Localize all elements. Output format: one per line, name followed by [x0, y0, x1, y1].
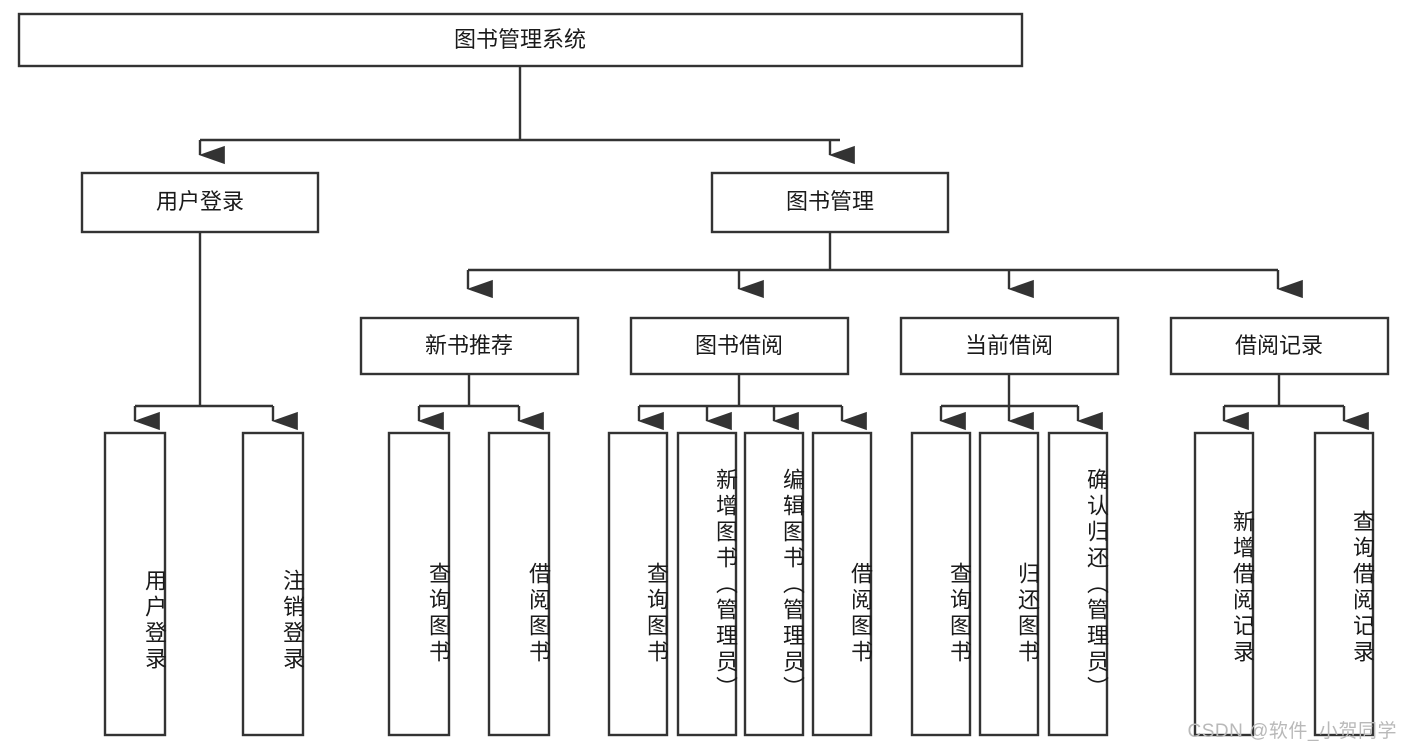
node-borrow-records-label: 借阅记录	[1235, 333, 1323, 358]
node-leaf-1[interactable]	[103, 431, 167, 737]
edge-records-to-leaves	[1222, 374, 1369, 431]
edge-login-to-leaves	[133, 232, 298, 431]
node-root-label: 图书管理系统	[454, 27, 586, 52]
node-user-login-label: 用户登录	[156, 189, 244, 214]
edge-bookmgmt-to-level3	[466, 232, 1303, 299]
node-leaf-2[interactable]	[241, 431, 305, 737]
node-leaf-11[interactable]	[1047, 431, 1109, 737]
node-book-management-label: 图书管理	[786, 189, 874, 214]
edge-root-to-level2	[198, 66, 855, 165]
node-leaf-13[interactable]	[1313, 431, 1375, 737]
node-leaf-12[interactable]	[1193, 431, 1255, 737]
node-leaf-8[interactable]	[811, 431, 873, 737]
node-leaf-7[interactable]	[743, 431, 805, 737]
node-book-borrow[interactable]: 图书借阅	[629, 316, 850, 376]
node-leaf-4[interactable]	[487, 431, 551, 737]
csdn-watermark: CSDN @软件_小贺同学	[1187, 721, 1397, 742]
leaf-boxes	[103, 431, 1375, 737]
node-leaf-9[interactable]	[910, 431, 972, 737]
node-book-borrow-label: 图书借阅	[695, 333, 783, 358]
node-leaf-10[interactable]	[978, 431, 1040, 737]
node-leaf-3[interactable]	[387, 431, 451, 737]
node-root[interactable]: 图书管理系统	[17, 12, 1024, 68]
edge-borrow-to-leaves	[637, 374, 867, 431]
node-user-login[interactable]: 用户登录	[80, 171, 320, 234]
node-borrow-records[interactable]: 借阅记录	[1169, 316, 1390, 376]
node-new-book-recommend[interactable]: 新书推荐	[359, 316, 580, 376]
edge-current-to-leaves	[939, 374, 1103, 431]
node-leaf-5[interactable]	[607, 431, 669, 737]
node-leaf-6[interactable]	[676, 431, 738, 737]
node-current-borrow-label: 当前借阅	[965, 333, 1053, 358]
node-book-management[interactable]: 图书管理	[710, 171, 950, 234]
node-new-book-recommend-label: 新书推荐	[425, 333, 513, 358]
node-current-borrow[interactable]: 当前借阅	[899, 316, 1120, 376]
edge-newbook-to-leaves	[417, 374, 544, 431]
